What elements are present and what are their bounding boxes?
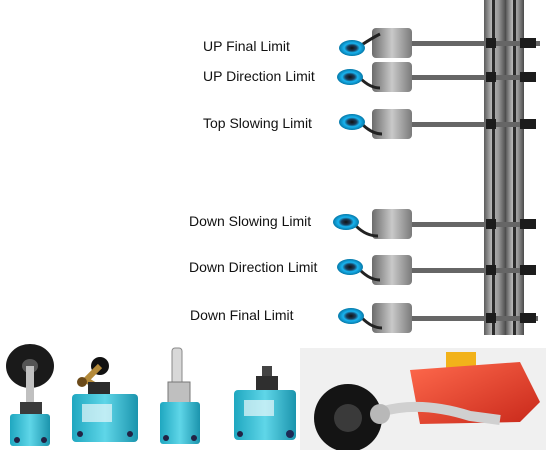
top-slowing-limit-label: Top Slowing Limit (203, 115, 312, 131)
roller-lever-limit-switch-icon (6, 344, 54, 446)
up-direction-limit-label: UP Direction Limit (203, 68, 315, 84)
top-slowing-limit-switch (339, 109, 536, 139)
up-direction-limit-switch (337, 62, 536, 92)
rod-lever-limit-switch-icon (160, 347, 200, 444)
down-final-limit-label: Down Final Limit (190, 307, 294, 323)
plunger-limit-switch-icon (234, 366, 296, 440)
down-slowing-limit-switch (333, 209, 536, 239)
up-final-limit-label: UP Final Limit (203, 38, 290, 54)
limit-switch-photos (6, 344, 546, 450)
red-roller-limit-switch-icon (300, 348, 546, 450)
down-direction-limit-label: Down Direction Limit (189, 259, 318, 275)
down-slowing-limit-label: Down Slowing Limit (189, 213, 312, 229)
guide-rail-right (506, 0, 524, 335)
guide-rail-left (484, 0, 506, 335)
down-direction-limit-switch (337, 255, 536, 285)
short-roller-arm-limit-switch-icon (72, 357, 138, 442)
up-final-limit-switch (339, 28, 540, 58)
down-final-limit-switch (338, 303, 538, 333)
